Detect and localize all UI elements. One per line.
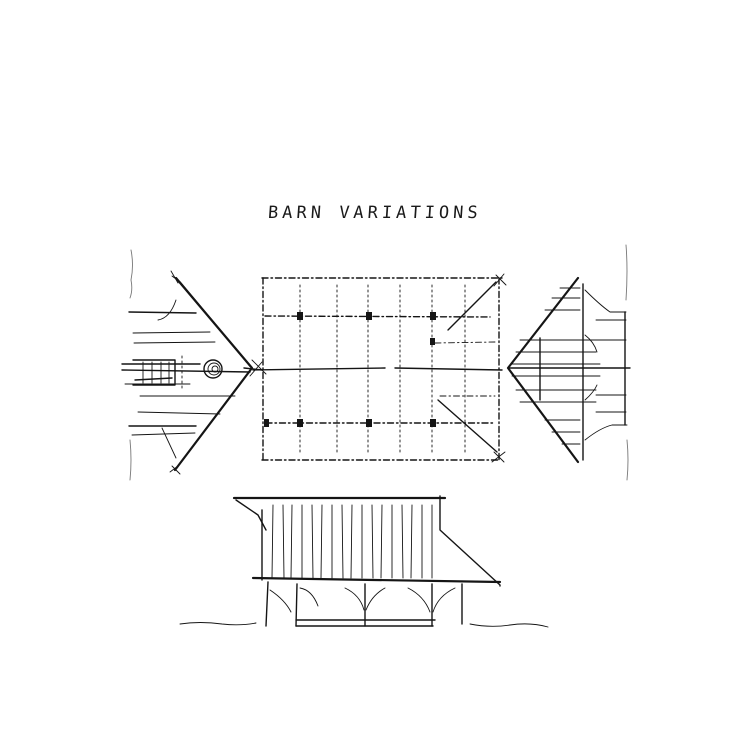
side-elevation xyxy=(179,495,549,628)
roof-plan xyxy=(252,273,507,463)
right-end-elevation xyxy=(506,244,631,481)
left-end-elevation xyxy=(121,249,267,481)
